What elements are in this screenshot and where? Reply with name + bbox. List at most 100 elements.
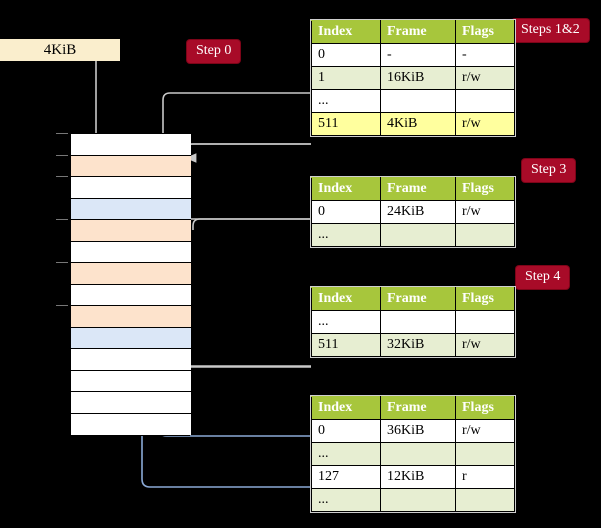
table-cell bbox=[380, 442, 456, 466]
table-cell bbox=[380, 89, 456, 113]
table-cell: r/w bbox=[455, 333, 515, 357]
source-frame-box: 4KiB bbox=[0, 39, 120, 61]
table-cell: ... bbox=[311, 223, 381, 247]
memory-frame-row bbox=[71, 306, 191, 328]
memory-frame-row bbox=[71, 392, 191, 414]
step-badge-steps12: Steps 1&2 bbox=[512, 19, 589, 42]
wire-table4-to-memory-row1-right bbox=[185, 143, 311, 163]
column-header-flags: Flags bbox=[455, 396, 515, 420]
table-cell: 0 bbox=[311, 200, 381, 224]
memory-row-tick bbox=[56, 154, 68, 156]
memory-frame-row bbox=[71, 327, 191, 349]
table-cell: ... bbox=[311, 89, 381, 113]
table-cell bbox=[380, 488, 456, 512]
memory-frame-row bbox=[71, 263, 191, 285]
memory-frame-row bbox=[71, 177, 191, 199]
table-cell bbox=[455, 223, 515, 247]
memory-row-tick bbox=[56, 262, 68, 263]
column-header-flags: Flags bbox=[455, 20, 515, 44]
memory-frame-row bbox=[71, 413, 191, 435]
step-badge-step3: Step 3 bbox=[522, 159, 576, 182]
table-row: 0-- bbox=[311, 43, 515, 67]
column-header-index: Index bbox=[311, 20, 381, 44]
memory-frame-row bbox=[71, 370, 191, 392]
table-row: ... bbox=[311, 89, 515, 113]
memory-row-tick bbox=[56, 176, 68, 177]
table-cell: 12KiB bbox=[380, 465, 456, 489]
column-header-frame: Frame bbox=[380, 287, 456, 311]
table-cell: r/w bbox=[455, 200, 515, 224]
column-header-flags: Flags bbox=[455, 287, 515, 311]
memory-frame-row bbox=[71, 198, 191, 220]
memory-row-tick bbox=[56, 305, 68, 306]
table-cell: 36KiB bbox=[380, 419, 456, 443]
column-header-frame: Frame bbox=[380, 177, 456, 201]
table-cell: 511 bbox=[311, 112, 381, 136]
table-cell: 32KiB bbox=[380, 333, 456, 357]
table-row: ... bbox=[311, 442, 515, 466]
table-cell: r/w bbox=[455, 419, 515, 443]
endpoint-dot-marker bbox=[483, 144, 486, 147]
column-header-index: Index bbox=[311, 396, 381, 420]
table-cell: r/w bbox=[455, 66, 515, 90]
column-header-frame: Frame bbox=[380, 20, 456, 44]
table-row: ... bbox=[311, 310, 515, 334]
table-cell bbox=[455, 442, 515, 466]
table-cell: r bbox=[455, 465, 515, 489]
table-cell bbox=[380, 223, 456, 247]
column-header-frame: Frame bbox=[380, 396, 456, 420]
wire-step4-hook bbox=[174, 358, 311, 367]
table-row: ... bbox=[311, 223, 515, 247]
table-cell: ... bbox=[311, 488, 381, 512]
wire-step3-hook bbox=[177, 218, 311, 227]
memory-frame-row bbox=[71, 155, 191, 177]
table-cell bbox=[455, 488, 515, 512]
table-cell: ... bbox=[311, 442, 381, 466]
memory-frame-row bbox=[71, 284, 191, 306]
table-cell: 16KiB bbox=[380, 66, 456, 90]
table-cell: - bbox=[455, 43, 515, 67]
memory-frame-row bbox=[71, 134, 191, 156]
table-cell: 511 bbox=[311, 333, 381, 357]
column-header-index: Index bbox=[311, 177, 381, 201]
memory-frame-row bbox=[71, 241, 191, 263]
table-cell: 0 bbox=[311, 419, 381, 443]
column-header-flags: Flags bbox=[455, 177, 515, 201]
table-cell: 127 bbox=[311, 465, 381, 489]
source-frame-label: 4KiB bbox=[43, 42, 77, 58]
memory-frame-row bbox=[71, 220, 191, 242]
step-badge-step4: Step 4 bbox=[516, 266, 570, 289]
table-cell bbox=[455, 89, 515, 113]
table-row: ... bbox=[311, 488, 515, 512]
table-cell: r/w bbox=[455, 112, 515, 136]
table-cell bbox=[380, 310, 456, 334]
table-cell: ... bbox=[311, 310, 381, 334]
memory-row-tick bbox=[56, 133, 68, 134]
wire-step3-table3-out bbox=[192, 218, 311, 230]
table-cell: 24KiB bbox=[380, 200, 456, 224]
table-cell: 1 bbox=[311, 66, 381, 90]
step-badge-step0: Step 0 bbox=[187, 40, 241, 63]
column-header-index: Index bbox=[311, 287, 381, 311]
physical-memory-column bbox=[70, 133, 191, 436]
memory-frame-row bbox=[71, 349, 191, 371]
table-cell: - bbox=[380, 43, 456, 67]
table-cell bbox=[455, 310, 515, 334]
table-cell: 4KiB bbox=[380, 112, 456, 136]
memory-row-tick bbox=[56, 219, 68, 220]
